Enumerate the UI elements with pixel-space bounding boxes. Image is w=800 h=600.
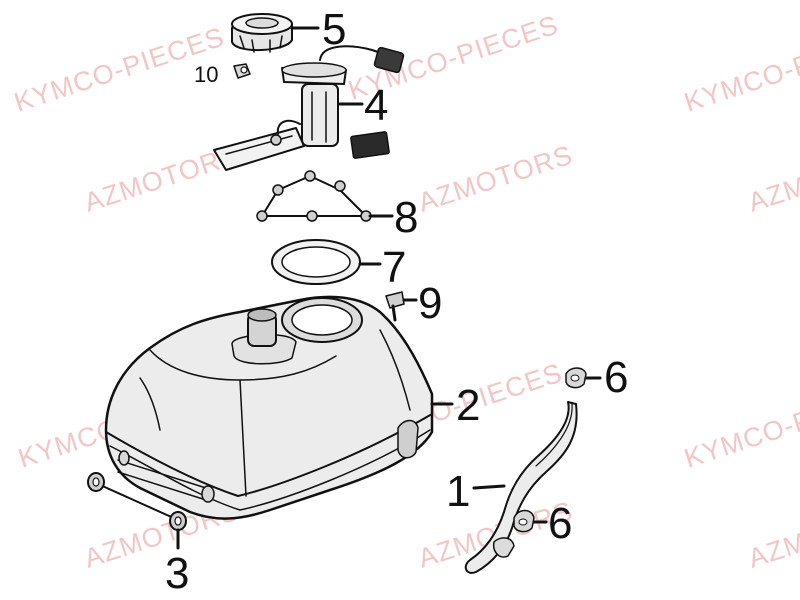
leader-lines (176, 26, 602, 550)
callout-4: 4 (364, 81, 388, 130)
callout-5: 5 (322, 5, 346, 54)
mounting-frame-part (256, 170, 372, 222)
watermark-azmotors: AZMOTORS (415, 140, 577, 218)
callout-3: 3 (165, 549, 189, 598)
small-clip-part (233, 63, 251, 79)
fuel-cap-part (231, 13, 293, 53)
callout-6-top: 6 (604, 353, 628, 402)
drain-hose-part (87, 472, 187, 531)
bolt-group (256, 170, 372, 222)
callout-6-bottom: 6 (548, 499, 572, 548)
hose-clip-bottom-part (513, 509, 535, 533)
fuel-pump-part (213, 45, 405, 171)
callout-7: 7 (382, 243, 406, 292)
watermark-azm-partial: AZM (745, 171, 800, 218)
callout-2: 2 (456, 381, 480, 430)
callout-1: 1 (446, 467, 470, 516)
callout-9: 9 (418, 279, 442, 328)
vent-hose-part (464, 401, 578, 574)
callout-labels: 5 10 4 8 7 9 6 2 1 6 3 (165, 5, 628, 598)
watermark-azm-partial: AZM (745, 527, 800, 574)
callout-10: 10 (194, 62, 218, 87)
hose-clip-top-part (565, 367, 587, 389)
gasket-part (271, 239, 361, 285)
watermark-kymco: KYMCO-PIECES (681, 21, 800, 117)
fuel-tank-part (104, 295, 434, 520)
screw-part (385, 291, 405, 322)
watermark-kymco: KYMCO-PIECES (681, 377, 800, 473)
callout-8: 8 (394, 193, 418, 242)
